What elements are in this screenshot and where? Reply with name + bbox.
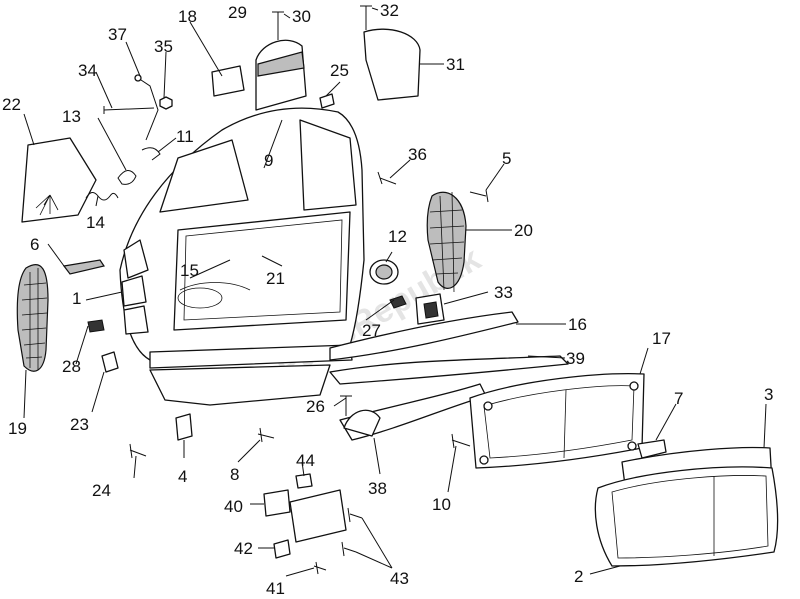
callout-42: 42 bbox=[234, 539, 253, 558]
callout-7: 7 bbox=[674, 389, 683, 408]
callout-29: 29 bbox=[228, 3, 247, 22]
callout-41: 41 bbox=[266, 579, 285, 598]
callout-38: 38 bbox=[368, 479, 387, 498]
callout-17: 17 bbox=[652, 329, 671, 348]
part-6-bracket bbox=[62, 259, 105, 275]
part-20-right-grille bbox=[426, 191, 467, 293]
callout-3: 3 bbox=[764, 385, 773, 404]
part-41-screw bbox=[313, 561, 327, 575]
callout-2: 2 bbox=[574, 567, 583, 586]
part-11-clip bbox=[141, 147, 161, 161]
part-25-clip bbox=[319, 93, 335, 109]
part-38-lower-trim bbox=[339, 383, 487, 441]
part-7-bracket bbox=[637, 439, 667, 459]
part-44-connector bbox=[295, 473, 313, 489]
callout-43: 43 bbox=[390, 569, 409, 588]
part-40-relay bbox=[263, 489, 291, 517]
callout-21: 21 bbox=[266, 269, 285, 288]
part-43-screw-a bbox=[347, 507, 363, 523]
callout-26: 26 bbox=[306, 397, 325, 416]
callout-6: 6 bbox=[30, 235, 39, 254]
callout-24: 24 bbox=[92, 481, 111, 500]
part-1-front-body bbox=[119, 107, 365, 406]
callout-30: 30 bbox=[292, 7, 311, 26]
part-14-spring bbox=[85, 192, 119, 201]
callout-labels: 22 13 11 37 35 34 18 29 30 32 31 25 9 36… bbox=[2, 1, 773, 598]
callout-33: 33 bbox=[494, 283, 513, 302]
part-29-cover bbox=[255, 39, 307, 111]
part-2-headlight-lens bbox=[594, 466, 779, 567]
part-8-screw bbox=[257, 427, 275, 443]
callout-28: 28 bbox=[62, 357, 81, 376]
part-22-shield bbox=[21, 137, 97, 223]
part-32-screw bbox=[360, 5, 372, 30]
callout-35: 35 bbox=[154, 37, 173, 56]
callout-32: 32 bbox=[380, 1, 399, 20]
part-31-cover bbox=[363, 28, 421, 101]
callout-34: 34 bbox=[78, 61, 97, 80]
callout-15: 15 bbox=[180, 261, 199, 280]
callout-36: 36 bbox=[408, 145, 427, 164]
callout-18: 18 bbox=[178, 7, 197, 26]
callout-12: 12 bbox=[388, 227, 407, 246]
part-42-clip bbox=[273, 539, 291, 559]
callout-44: 44 bbox=[296, 451, 315, 470]
callout-22: 22 bbox=[2, 95, 21, 114]
part-28-bolt bbox=[87, 319, 105, 333]
callout-16: 16 bbox=[568, 315, 587, 334]
part-13-clip bbox=[117, 170, 137, 185]
part-36-screw bbox=[377, 171, 397, 185]
part-33-switch bbox=[415, 293, 445, 325]
callout-8: 8 bbox=[230, 465, 239, 484]
callout-40: 40 bbox=[224, 497, 243, 516]
part-30-screw bbox=[272, 11, 284, 40]
callout-1: 1 bbox=[72, 289, 81, 308]
part-17-lens-frame bbox=[469, 373, 645, 469]
callout-14: 14 bbox=[86, 213, 105, 232]
leader-lines bbox=[23, 7, 767, 577]
callout-20: 20 bbox=[514, 221, 533, 240]
part-19-left-grille bbox=[16, 263, 49, 372]
callout-13: 13 bbox=[62, 107, 81, 126]
part-12-lock bbox=[369, 259, 399, 285]
callout-25: 25 bbox=[330, 61, 349, 80]
callout-37: 37 bbox=[108, 25, 127, 44]
callout-4: 4 bbox=[178, 467, 187, 486]
part-23-clip bbox=[101, 351, 119, 373]
callout-11: 11 bbox=[176, 127, 194, 146]
part-16-trim-strip bbox=[329, 311, 519, 361]
part-10-screw bbox=[451, 433, 471, 449]
part-18-clip bbox=[211, 65, 245, 97]
part-37-hinge bbox=[134, 74, 159, 141]
callout-9: 9 bbox=[264, 151, 273, 170]
callout-19: 19 bbox=[8, 419, 27, 438]
part-5-screw bbox=[469, 189, 489, 203]
callout-5: 5 bbox=[502, 149, 511, 168]
part-24-screw bbox=[129, 443, 147, 459]
part-34-bolt bbox=[103, 106, 155, 114]
callout-39: 39 bbox=[566, 349, 585, 368]
part-39-seal bbox=[329, 355, 569, 385]
part-43-screw-b bbox=[341, 541, 357, 557]
callout-10: 10 bbox=[432, 495, 451, 514]
part-43-module bbox=[289, 489, 347, 543]
part-4-clip bbox=[175, 413, 193, 441]
callout-31: 31 bbox=[446, 55, 465, 74]
part-27-bolt bbox=[389, 295, 407, 309]
part-35-nut bbox=[159, 96, 173, 110]
callout-23: 23 bbox=[70, 415, 89, 434]
part-26-screw bbox=[340, 395, 352, 416]
callout-27: 27 bbox=[362, 321, 381, 340]
